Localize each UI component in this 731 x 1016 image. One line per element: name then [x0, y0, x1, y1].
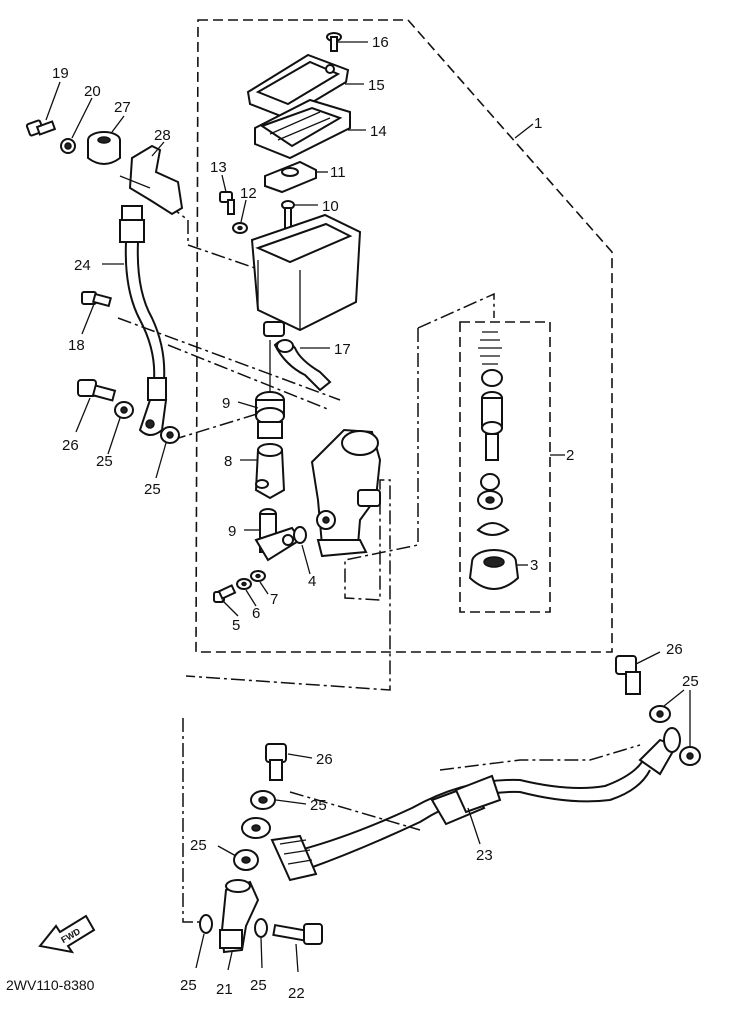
forward-arrow-icon: FWD [38, 914, 96, 954]
routing-line-washer-25 [171, 409, 271, 441]
callout-19: 19 [52, 65, 69, 82]
hose-joint-9-lower [254, 508, 302, 562]
reservoir-cap-15 [246, 53, 350, 120]
washer-25-middle-a [250, 790, 276, 810]
washer-25-bottom-b [254, 918, 268, 938]
washer-25-right-b [679, 746, 701, 766]
callout-25-bottom-b: 25 [250, 977, 267, 994]
routing-line-hose-lower [289, 744, 641, 831]
assembly-boundary-2 [459, 321, 551, 613]
callout-5: 5 [232, 617, 240, 634]
callout-labels: 1 2 3 4 5 6 7 8 9 9 10 11 12 13 14 15 16… [6, 34, 699, 1002]
callout-25-middle-b: 25 [190, 837, 207, 854]
callout-24: 24 [74, 257, 91, 274]
callout-26-middle: 26 [316, 751, 333, 768]
dust-boot-3 [468, 549, 520, 590]
catalog-code: 2WV110-8380 [6, 977, 95, 993]
o-ring-4 [293, 526, 307, 544]
callout-25-upper-b: 25 [144, 481, 161, 498]
leader-1 [514, 123, 534, 139]
bolt-5 [213, 584, 237, 603]
callout-11: 11 [330, 164, 346, 181]
callout-2: 2 [566, 447, 574, 464]
routing-line-bolt-18 [167, 344, 331, 411]
grommet-27 [87, 131, 121, 165]
washer-25-right-a [649, 705, 671, 723]
callout-4: 4 [308, 573, 316, 590]
washer-25-upper-b [160, 426, 180, 444]
washer-25-upper-a [114, 401, 134, 419]
routing-line-lower [182, 718, 205, 923]
callout-8: 8 [224, 453, 232, 470]
callout-22: 22 [288, 985, 305, 1002]
callout-9-lower: 9 [228, 523, 236, 540]
bolt-13 [219, 191, 235, 215]
callout-25-bottom-a: 25 [180, 977, 197, 994]
callout-7: 7 [270, 591, 278, 608]
assembly-boundary-1 [195, 19, 613, 653]
union-bolt-26-right [615, 655, 641, 695]
routing-line-hose-top [117, 317, 341, 401]
callout-26-right: 26 [666, 641, 683, 658]
brake-hose-24 [119, 205, 168, 436]
screw-16 [326, 32, 342, 52]
callout-6: 6 [252, 605, 260, 622]
washer-12 [232, 222, 248, 234]
washer-6 [236, 578, 252, 590]
callout-25-right: 25 [682, 673, 699, 690]
callout-16: 16 [372, 34, 389, 51]
callout-10: 10 [322, 198, 339, 215]
callout-14: 14 [370, 123, 387, 140]
routing-line-piston [185, 292, 495, 691]
callout-20: 20 [84, 83, 101, 100]
bracket-28 [119, 144, 184, 216]
callout-21: 21 [216, 981, 233, 998]
brake-hose-23 [241, 727, 681, 882]
washer-7 [250, 570, 266, 582]
callout-1: 1 [534, 115, 542, 132]
washer-25-bottom-a [199, 914, 213, 934]
callout-13: 13 [210, 159, 227, 176]
hose-joint-9-upper [255, 340, 285, 425]
callout-17: 17 [334, 341, 351, 358]
callout-27: 27 [114, 99, 131, 116]
piston-kit [476, 331, 510, 536]
bolt-19 [25, 119, 57, 137]
diaphragm-14 [254, 98, 351, 160]
diaphragm-plate-11 [264, 160, 317, 194]
reservoir-hose-17 [273, 339, 332, 392]
brake-joint-21 [219, 879, 260, 954]
callout-3: 3 [530, 557, 538, 574]
callout-23: 23 [476, 847, 493, 864]
callout-leaders [45, 41, 691, 973]
callout-26-upper: 26 [62, 437, 79, 454]
union-bolt-26-middle [265, 743, 287, 781]
callout-18: 18 [68, 337, 85, 354]
master-cylinder-body [310, 428, 382, 558]
callout-28: 28 [154, 127, 171, 144]
callout-15: 15 [368, 77, 385, 94]
callout-25-middle-a: 25 [310, 797, 327, 814]
callout-25-upper-a: 25 [96, 453, 113, 470]
union-bolt-22 [272, 923, 323, 945]
bolt-18 [81, 291, 112, 308]
washer-20 [60, 138, 76, 154]
union-bolt-26-upper [77, 379, 117, 402]
washer-25-middle-b [233, 849, 259, 871]
callout-12: 12 [240, 185, 257, 202]
reservoir-tank [250, 213, 362, 337]
callout-9-upper: 9 [222, 395, 230, 412]
routing-line-reservoir [167, 204, 256, 269]
leader-23 [467, 807, 481, 845]
reservoir-hose-8 [254, 421, 286, 500]
